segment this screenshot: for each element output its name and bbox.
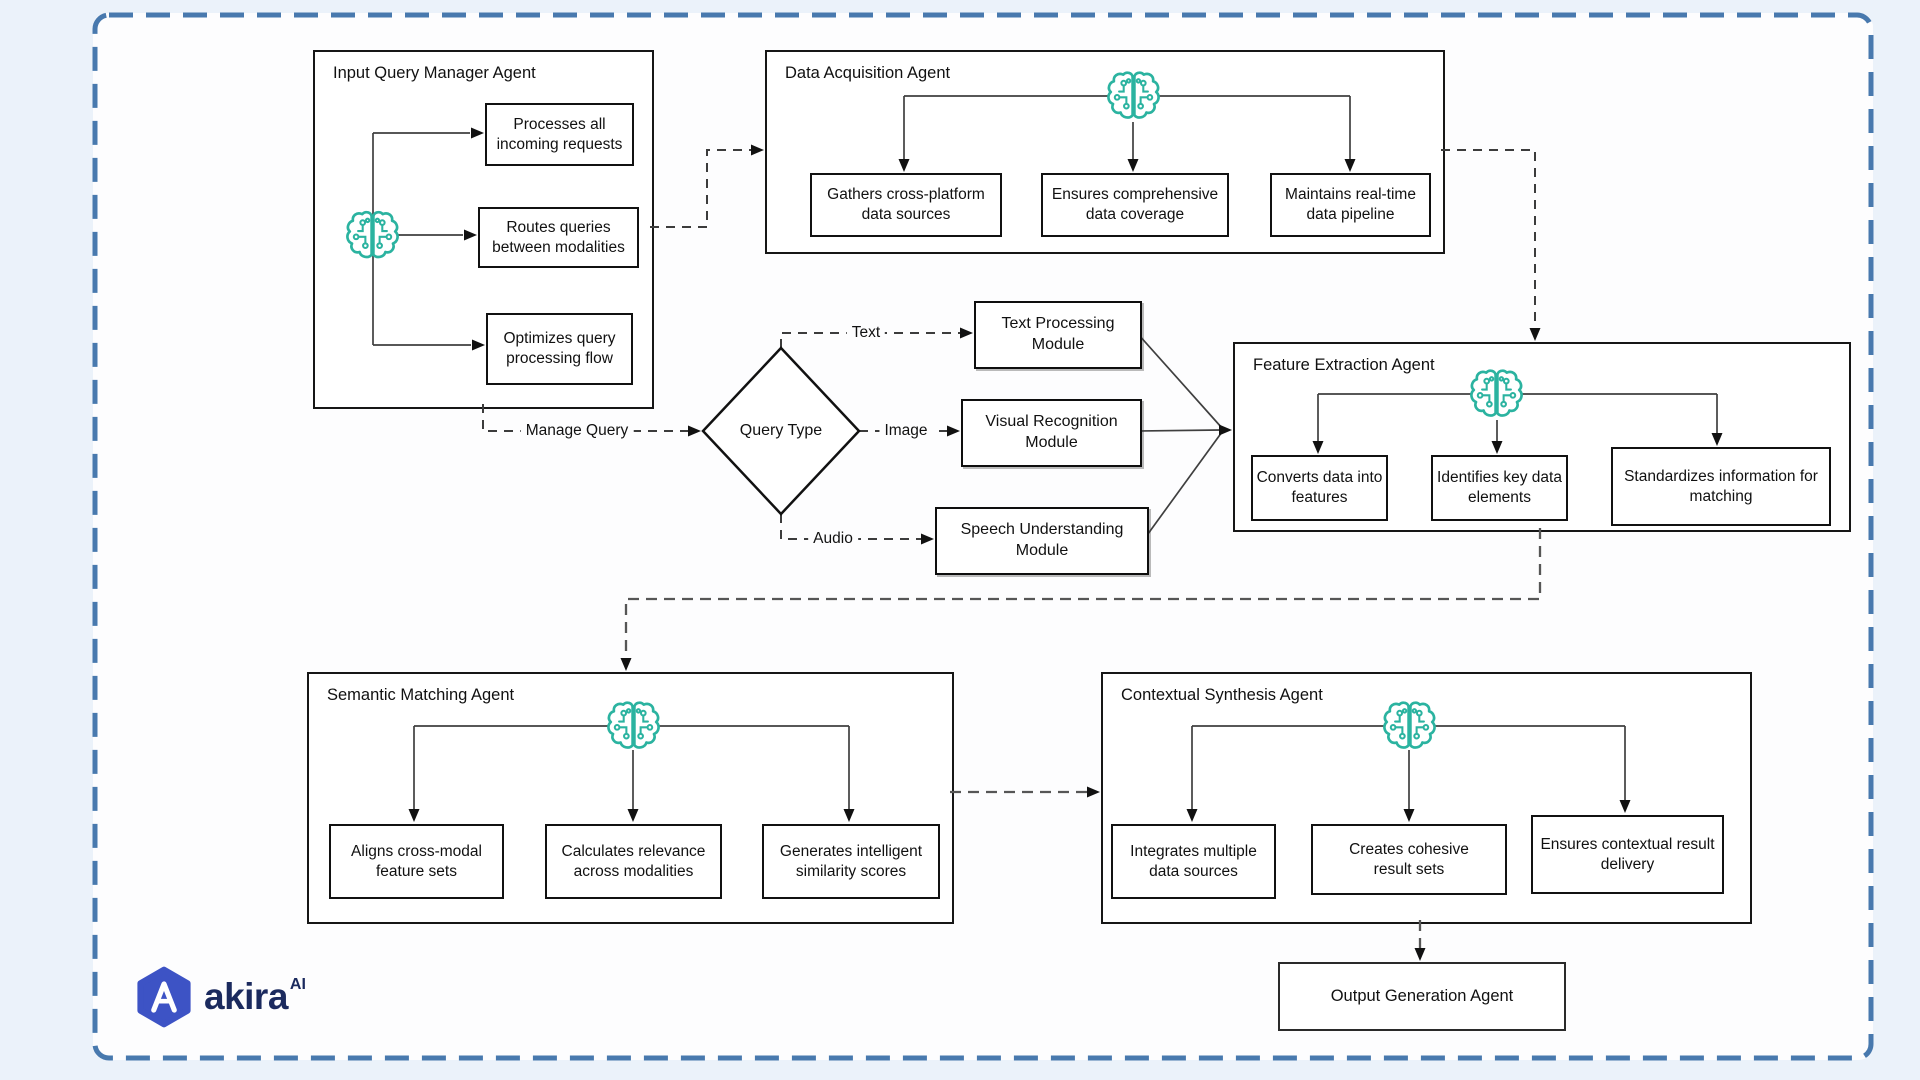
agent-title: Data Acquisition Agent: [785, 64, 951, 82]
function-box: Calculates relevance across modalities: [545, 824, 722, 899]
agent-output-generation: Output Generation Agent: [1278, 962, 1566, 1031]
function-box: Ensures comprehensive data coverage: [1041, 173, 1229, 237]
function-box: Standardizes information for matching: [1611, 447, 1831, 526]
edge-label-text: Text: [846, 324, 886, 342]
agent-title: Feature Extraction Agent: [1253, 356, 1435, 374]
function-box: Maintains real-time data pipeline: [1270, 173, 1431, 237]
edge-label-image: Image: [879, 422, 933, 440]
module-speech-understanding: Speech Understanding Module: [935, 507, 1149, 575]
function-box: Processes all incoming requests: [485, 103, 634, 166]
module-text-processing: Text Processing Module: [974, 301, 1142, 369]
function-box: Ensures contextual result delivery: [1531, 815, 1724, 894]
ai-brain-icon: [346, 210, 399, 259]
function-box: Generates intelligent similarity scores: [762, 824, 940, 899]
ai-brain-icon: [1383, 701, 1436, 749]
ai-brain-icon: [1470, 369, 1523, 417]
function-box: Gathers cross-platform data sources: [810, 173, 1002, 237]
function-box: Creates cohesive result sets: [1311, 824, 1507, 895]
edge-label-manage-query: Manage Query: [520, 422, 634, 440]
module-visual-recognition: Visual Recognition Module: [961, 399, 1142, 467]
logo-wordmark: akira: [204, 976, 288, 1017]
function-box: Converts data into features: [1251, 455, 1388, 521]
function-box: Routes queries between modalities: [478, 207, 639, 268]
agent-title: Semantic Matching Agent: [327, 686, 515, 704]
function-box: Identifies key data elements: [1431, 455, 1568, 521]
ai-brain-icon: [607, 701, 660, 749]
function-box: Optimizes query processing flow: [486, 313, 633, 385]
logo-suffix: AI: [289, 976, 306, 993]
edge-label-audio: Audio: [808, 530, 858, 548]
query-type-label: Query Type: [739, 422, 823, 439]
function-box: Aligns cross-modal feature sets: [329, 824, 504, 899]
agent-title: Input Query Manager Agent: [333, 64, 536, 82]
agent-title: Contextual Synthesis Agent: [1121, 686, 1323, 704]
akira-hexagon-icon: [137, 966, 191, 1028]
ai-brain-icon: [1107, 71, 1160, 119]
function-box: Integrates multiple data sources: [1111, 824, 1276, 899]
